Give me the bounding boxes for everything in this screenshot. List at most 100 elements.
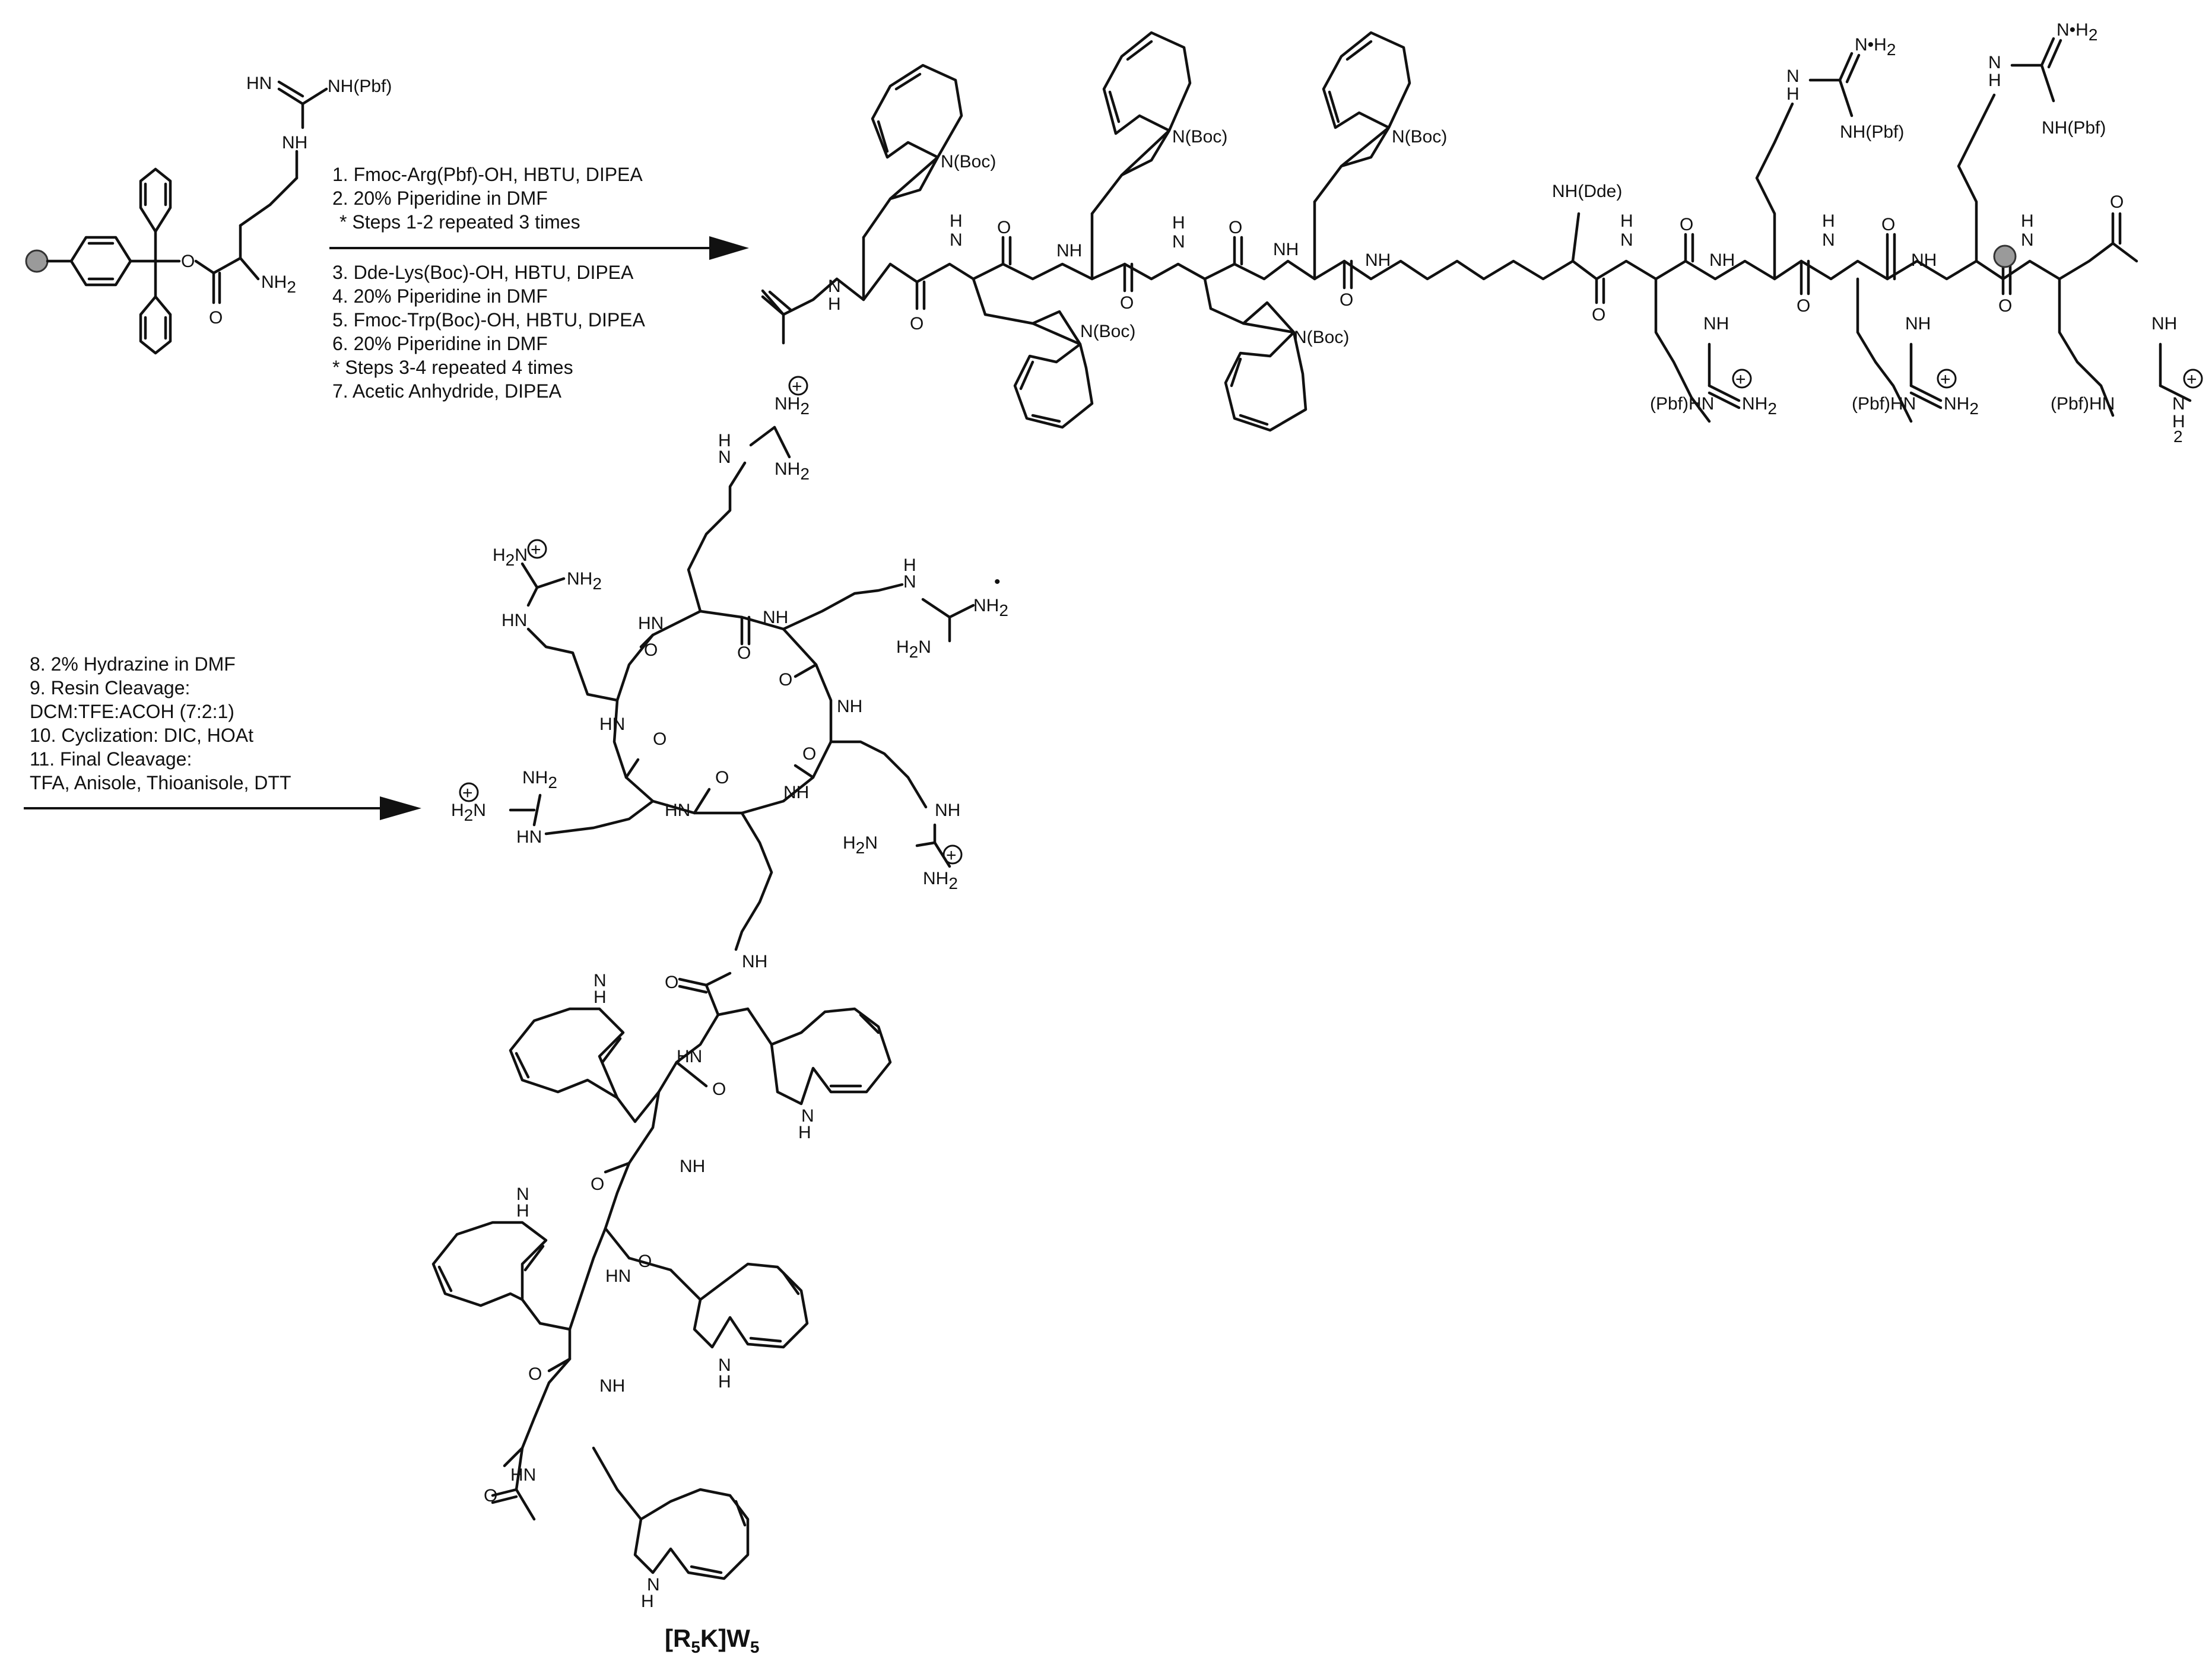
arg-side-chain: NH NH2 • H2N	[782, 555, 1008, 661]
atom-label: O	[779, 670, 792, 690]
atom-label: N(Boc)	[1080, 322, 1135, 341]
step-8: 8. 2% Hydrazine in DMF	[30, 653, 236, 675]
atom-label: NH	[742, 952, 767, 971]
charge-plus-icon: +	[1735, 370, 1746, 389]
starting-material-resin-arg: O O NH2 NH HN NH(Pbf)	[25, 74, 392, 355]
arg-pbf-side-chain: NH (Pbf)HN NH2 +	[1852, 277, 1979, 423]
atom-label: NH2	[923, 869, 958, 893]
step-3: 3. Dde-Lys(Boc)-OH, HBTU, DIPEA	[332, 262, 634, 283]
reaction-conditions-2: 8. 2% Hydrazine in DMF 9. Resin Cleavage…	[30, 653, 291, 793]
step-7: 7. Acetic Anhydride, DIPEA	[332, 380, 562, 402]
atom-label: NH	[680, 1157, 705, 1176]
atom-label: O	[181, 252, 195, 271]
atom-label: HN	[594, 971, 607, 1007]
atom-label: O	[591, 1174, 604, 1194]
charge-plus-icon: +	[2186, 370, 2197, 389]
atom-label: HN	[516, 827, 542, 847]
atom-label: •	[994, 572, 1001, 592]
atom-label: NH	[1709, 250, 1735, 270]
atom-label: NH	[903, 555, 916, 592]
atom-label: O	[1797, 296, 1810, 316]
atom-label: O	[1680, 215, 1693, 234]
trp-boc-side-chain: N(Boc)	[1203, 277, 1349, 432]
atom-label: NH(Pbf)	[328, 77, 392, 96]
atom-label: HN	[510, 1465, 536, 1485]
atom-label: O	[1998, 296, 2012, 316]
atom-label: O	[653, 729, 667, 749]
step-2: 2. 20% Piperidine in DMF	[332, 188, 548, 209]
atom-label: NH2	[775, 459, 810, 483]
resin-bead-icon	[25, 249, 49, 273]
product-cyclic-peptide: O O O O O O NH NH NH HN HN HN NH NH2 + N…	[431, 376, 1008, 1611]
atom-label: HN	[1988, 53, 2001, 90]
atom-label: N(Boc)	[1294, 328, 1349, 347]
atom-label: O	[1340, 290, 1353, 310]
trp-indole-side-chain: HN	[509, 971, 661, 1123]
charge-plus-icon: +	[946, 846, 957, 865]
step-9: 9. Resin Cleavage:	[30, 677, 190, 698]
arg-side-chain: HN NH2 H2N +	[451, 768, 655, 847]
atom-label: O	[1592, 305, 1605, 325]
product-label: [R5K]W5	[665, 1624, 759, 1656]
atom-label: (Pbf)HN	[1852, 394, 1916, 414]
reaction-arrow-1	[329, 236, 749, 260]
charge-plus-icon: +	[792, 377, 802, 396]
atom-label: N(Boc)	[941, 152, 996, 172]
atom-label: NH(Pbf)	[1840, 122, 1904, 142]
step-4: 4. 20% Piperidine in DMF	[332, 285, 548, 307]
trp-boc-side-chain: N(Boc)	[972, 277, 1135, 429]
atom-label: H	[2172, 412, 2185, 431]
atom-label: N(Boc)	[1172, 127, 1227, 147]
atom-label: NH	[837, 697, 862, 716]
reaction-conditions-1: 1. Fmoc-Arg(Pbf)-OH, HBTU, DIPEA 2. 20% …	[332, 164, 646, 402]
atom-label: O	[528, 1364, 542, 1384]
atom-label: (Pbf)HN	[2051, 394, 2115, 414]
charge-plus-icon: +	[1940, 370, 1951, 389]
atom-label: HN	[638, 614, 664, 633]
atom-label: O	[665, 973, 678, 992]
atom-label: NH	[1703, 314, 1729, 334]
atom-label: HN	[605, 1266, 631, 1286]
atom-label: NH(Pbf)	[2042, 118, 2106, 138]
atom-label: HN	[502, 611, 527, 630]
atom-label: O	[1229, 218, 1242, 237]
atom-label: NH	[1365, 250, 1391, 270]
charge-plus-icon: +	[462, 783, 473, 803]
arg-pbf-side-chain: NH (Pbf)HN NH2 +	[1650, 277, 1777, 423]
arg-side-chain: NH H2N NH2 +	[829, 740, 963, 893]
charge-plus-icon: +	[531, 540, 541, 560]
atom-label: O	[209, 308, 223, 328]
step-10: 10. Cyclization: DIC, HOAt	[30, 725, 253, 746]
atom-label: NH	[1056, 241, 1082, 261]
atom-label: O	[997, 218, 1011, 237]
step-6: 6. 20% Piperidine in DMF	[332, 333, 548, 354]
atom-label: O	[644, 640, 658, 660]
note-repeat-2: * Steps 3-4 repeated 4 times	[332, 357, 573, 378]
atom-label: N•H2	[1855, 35, 1896, 59]
atom-label: NH	[935, 801, 960, 820]
trp-boc-side-chain: N(Boc)	[862, 63, 996, 301]
atom-label: HN	[599, 714, 625, 734]
arg-pbf-side-chain: HN N•H2 NH(Pbf)	[1957, 20, 2106, 263]
atom-label: HN	[246, 74, 272, 93]
atom-label: O	[715, 768, 729, 787]
resin-bead-icon	[1993, 244, 2017, 268]
atom-label: NH	[783, 783, 809, 802]
atom-label: NH	[1273, 240, 1299, 259]
atom-label: O	[737, 643, 751, 663]
atom-label: NH2	[775, 394, 810, 418]
arg-side-chain: NH NH2 + NH2	[687, 376, 810, 613]
atom-label: O	[484, 1486, 497, 1506]
